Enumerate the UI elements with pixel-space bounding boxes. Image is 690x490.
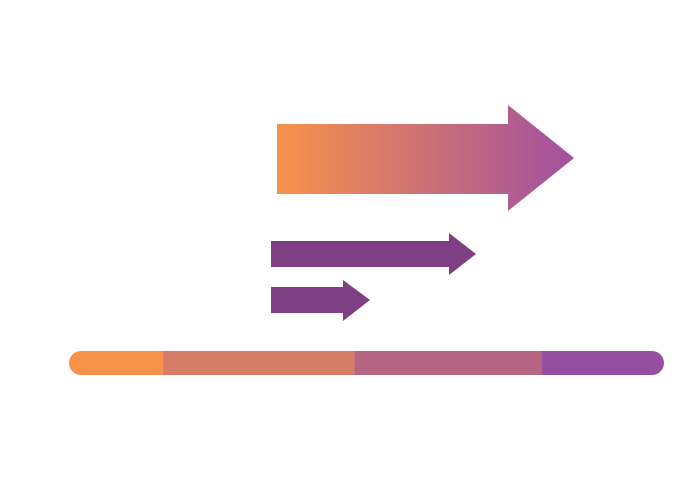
bar-segment-1 [69, 351, 164, 375]
bar-segment-4 [542, 351, 664, 375]
gradient-right-arrow-icon [277, 105, 574, 211]
purple-right-arrow-icon [271, 280, 370, 321]
purple-right-arrow-icon [271, 233, 476, 275]
segmented-bar [69, 351, 664, 375]
bar-segment-3 [354, 351, 543, 375]
bar-segment-2 [163, 351, 356, 375]
